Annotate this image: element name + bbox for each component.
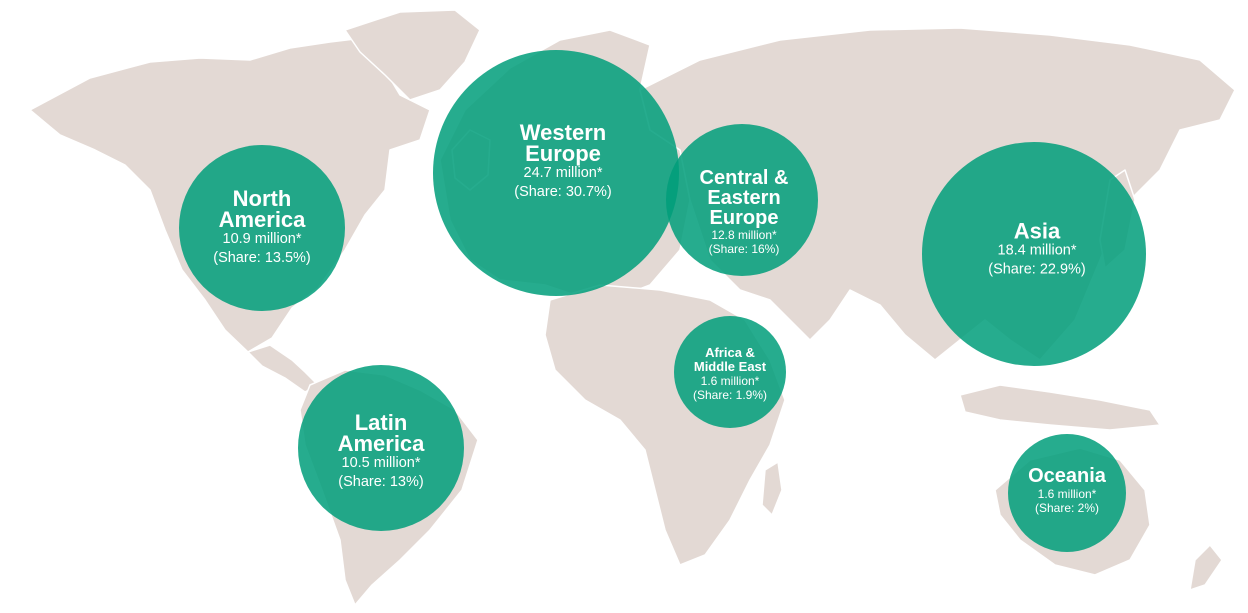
label-oceania: Oceania 1.6 million* (Share: 2%)	[1028, 465, 1106, 515]
bubble-africa-middle-east	[674, 316, 786, 428]
region-share: (Share: 1.9%)	[692, 388, 768, 402]
label-africa-middle-east: Africa & Middle East 1.6 million* (Share…	[692, 345, 768, 403]
bubble-latin-america	[298, 365, 464, 531]
bubble-western-europe	[433, 50, 679, 296]
land-madagascar	[761, 461, 783, 516]
bubble-layer	[179, 50, 1146, 552]
bubble-oceania	[1008, 434, 1126, 552]
bubble-central-eastern-europe	[666, 124, 818, 276]
region-name: North America	[218, 186, 306, 232]
land-southeast-asia-islands	[959, 384, 1161, 431]
region-name: Africa & Middle East	[693, 345, 767, 374]
region-value: 10.9 million*	[222, 231, 302, 247]
region-value: 10.5 million*	[341, 455, 421, 471]
region-name: Oceania	[1028, 465, 1106, 487]
region-value: 24.7 million*	[523, 165, 603, 181]
region-share: (Share: 30.7%)	[514, 184, 612, 200]
region-share: (Share: 16%)	[708, 242, 780, 256]
region-value: 12.8 million*	[711, 228, 777, 242]
label-north-america: North America 10.9 million* (Share: 13.5…	[213, 188, 311, 268]
region-value: 1.6 million*	[1037, 487, 1097, 501]
region-value: 18.4 million*	[997, 242, 1077, 259]
region-name: Central & Eastern Europe	[699, 167, 789, 229]
label-western-europe: Western Europe 24.7 million* (Share: 30.…	[514, 122, 612, 202]
region-share: (Share: 13.5%)	[213, 250, 311, 266]
land-new-zealand	[1189, 544, 1223, 591]
land-central-america	[247, 344, 319, 393]
region-value: 1.6 million*	[700, 374, 760, 388]
label-asia: Asia 18.4 million* (Share: 22.9%)	[988, 218, 1086, 280]
region-name: Latin America	[337, 410, 425, 456]
bubble-north-america	[179, 145, 345, 311]
label-latin-america: Latin America 10.5 million* (Share: 13%)	[338, 412, 425, 492]
region-name: Western Europe	[519, 120, 607, 166]
region-share: (Share: 13%)	[338, 474, 424, 490]
region-share: (Share: 2%)	[1034, 501, 1100, 515]
label-central-eastern-europe: Central & Eastern Europe 12.8 million* (…	[700, 168, 789, 256]
bubble-asia	[922, 142, 1146, 366]
land-greenland	[344, 9, 481, 101]
region-name: Asia	[1013, 218, 1061, 244]
region-share: (Share: 22.9%)	[988, 261, 1086, 278]
